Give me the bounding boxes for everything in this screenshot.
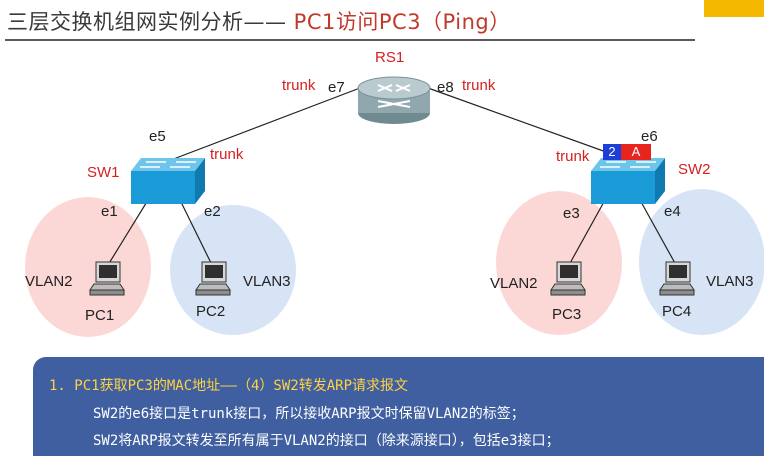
vlan-label-pc1: VLAN2	[25, 273, 73, 290]
pc-label-pc4: PC4	[662, 303, 692, 320]
port-label-e7: e7	[328, 79, 345, 96]
trunk-label-e6: trunk	[556, 148, 590, 165]
link-rs1-sw1	[162, 87, 361, 164]
pc-icon-pc4[interactable]	[659, 261, 695, 296]
pc-icon-pc1[interactable]	[89, 261, 125, 296]
trunk-label-e8: trunk	[462, 77, 496, 94]
port-label-e8: e8	[437, 79, 454, 96]
vlan-label-pc2: VLAN3	[243, 273, 291, 290]
corner-accent	[704, 0, 764, 17]
link-sw2-pc4	[639, 199, 677, 266]
vlan-tag-letter: A	[621, 144, 651, 160]
link-sw2-pc3	[568, 199, 606, 266]
notes-panel: 1. PC1获取PC3的MAC地址——（4）SW2转发ARP请求报文 SW2的e…	[33, 357, 764, 456]
port-label-e1: e1	[101, 203, 118, 220]
notes-line-2: SW2将ARP报文转发至所有属于VLAN2的接口（除来源接口），包括e3接口；	[93, 433, 560, 449]
switch-label-sw2: SW2	[678, 161, 711, 178]
switch-icon-sw2[interactable]	[591, 158, 665, 204]
switch-icon-sw1[interactable]	[131, 158, 205, 204]
vlan3-zone-left	[170, 205, 296, 335]
pc-label-pc1: PC1	[85, 307, 115, 324]
trunk-label-e5: trunk	[210, 146, 244, 163]
link-rs1-sw2	[427, 87, 635, 163]
link-sw1-pc1	[107, 199, 149, 266]
port-label-e4: e4	[664, 203, 681, 220]
link-sw1-pc2	[179, 199, 213, 266]
trunk-label-e7: trunk	[282, 77, 316, 94]
port-label-e6: e6	[641, 128, 658, 145]
router-label-rs1: RS1	[375, 49, 405, 66]
slide-title: 三层交换机组网实例分析—— PC1访问PC3（Ping）	[7, 6, 511, 36]
pc-icon-pc2[interactable]	[195, 261, 231, 296]
vlan3-zone-right	[639, 189, 764, 335]
title-underline	[5, 39, 695, 41]
port-label-e3: e3	[563, 205, 580, 222]
vlan-label-pc3: VLAN2	[490, 275, 538, 292]
vlan-tag-number: 2	[603, 144, 621, 160]
port-label-e2: e2	[204, 203, 221, 220]
router-icon[interactable]	[357, 76, 431, 124]
switch-label-sw1: SW1	[87, 164, 120, 181]
port-label-e5: e5	[149, 128, 166, 145]
vlan2-zone-left	[25, 197, 151, 337]
notes-line-1: SW2的e6接口是trunk接口，所以接收ARP报文时保留VLAN2的标签；	[93, 406, 525, 422]
vlan-label-pc4: VLAN3	[706, 273, 754, 290]
notes-heading: 1. PC1获取PC3的MAC地址——（4）SW2转发ARP请求报文	[49, 378, 409, 394]
pc-label-pc2: PC2	[196, 303, 226, 320]
slide-title-main: 三层交换机组网实例分析——	[7, 10, 287, 34]
pc-label-pc3: PC3	[552, 306, 582, 323]
slide-title-sub: PC1访问PC3（Ping）	[286, 10, 511, 34]
pc-icon-pc3[interactable]	[550, 261, 586, 296]
